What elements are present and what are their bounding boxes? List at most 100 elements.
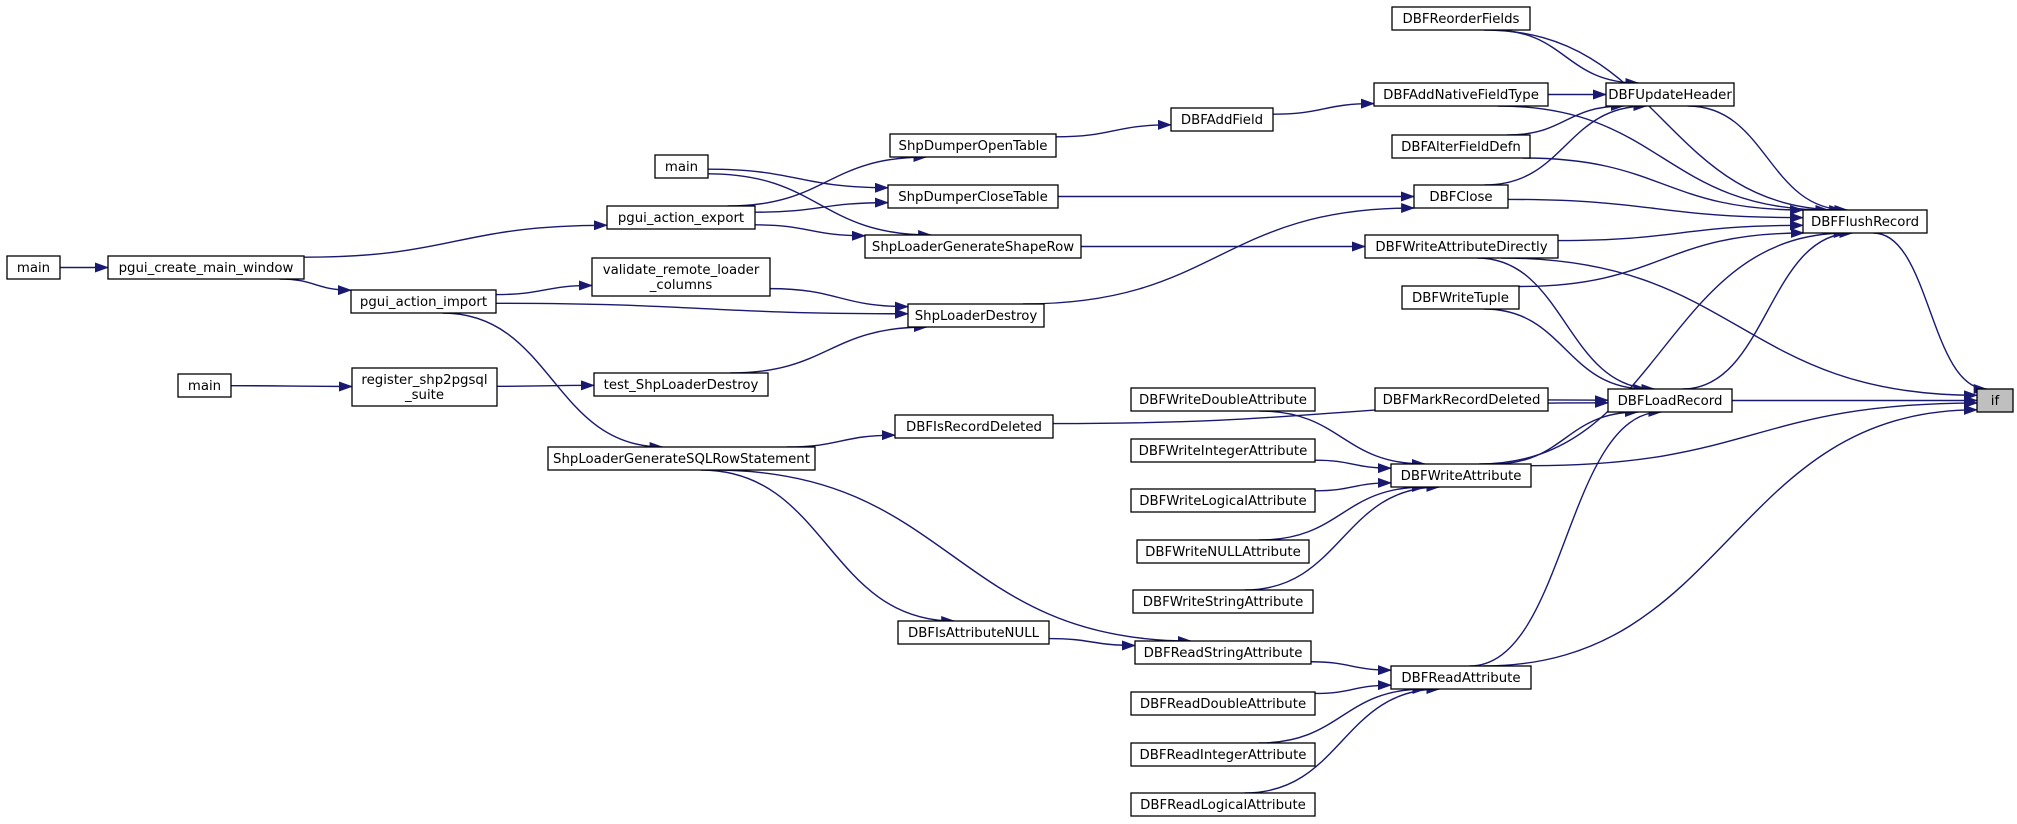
node-DBFReadAttribute[interactable]: DBFReadAttribute [1390,665,1532,690]
node-label: DBFReadDoubleAttribute [1140,697,1306,712]
node-box[interactable] [1413,184,1509,209]
node-label: DBFReadStringAttribute [1144,646,1303,661]
node-DBFReadLogicalAttribute[interactable]: DBFReadLogicalAttribute [1130,792,1316,817]
node-box[interactable] [350,289,497,314]
edge-DBFWriteLogicalAttribute-to-DBFWriteAttribute [1314,477,1392,492]
node-label: DBFWriteStringAttribute [1143,595,1304,610]
node-box[interactable] [887,184,1059,209]
edge-test_ShpLoaderDestroy-to-ShpLoaderDestroy [730,322,928,374]
node-DBFClose[interactable]: DBFClose [1413,184,1509,209]
edge-DBFReadAttribute-to-DBFLoadRecord [1469,407,1663,667]
node-box[interactable] [1605,82,1735,107]
node-label: _suite [404,388,444,403]
node-box[interactable] [1130,742,1316,767]
node-box[interactable] [1391,6,1531,31]
node-box[interactable] [1134,640,1312,665]
node-box[interactable] [1373,82,1549,107]
node-if[interactable]: if [1976,388,2014,413]
node-main_c[interactable]: main [177,373,232,398]
node-DBFWriteLogicalAttribute[interactable]: DBFWriteLogicalAttribute [1130,488,1316,513]
node-box[interactable] [593,372,769,397]
node-box[interactable] [1130,488,1316,513]
node-ShpLoaderGenerateSQLRowStatement[interactable]: ShpLoaderGenerateSQLRowStatement [547,446,816,471]
node-ShpLoaderGenerateShapeRow[interactable]: ShpLoaderGenerateShapeRow [864,234,1082,259]
node-box[interactable] [1170,107,1274,132]
node-box[interactable] [1401,285,1520,310]
edge-DBFAlterFieldDefn-to-DBFUpdateHeader [1507,101,1625,136]
node-DBFAlterFieldDefn[interactable]: DBFAlterFieldDefn [1391,134,1531,159]
node-box[interactable] [107,255,305,280]
edge-DBFIsAttributeNULL-to-DBFReadStringAttribute [1048,637,1136,651]
node-box[interactable] [1132,589,1314,614]
node-DBFLoadRecord[interactable]: DBFLoadRecord [1607,388,1733,413]
node-DBFUpdateHeader[interactable]: DBFUpdateHeader [1605,82,1735,107]
node-box[interactable] [1130,387,1316,412]
node-test_ShpLoaderDestroy[interactable]: test_ShpLoaderDestroy [593,372,769,397]
node-DBFWriteDoubleAttribute[interactable]: DBFWriteDoubleAttribute [1130,387,1316,412]
edge-DBFWriteAttribute-to-if [1530,398,1978,467]
node-DBFIsAttributeNULL[interactable]: DBFIsAttributeNULL [897,620,1050,645]
edge-pgui_action_export-to-ShpLoaderGenerateShapeRow [754,224,866,241]
node-label: _columns [649,278,713,293]
node-box[interactable] [897,620,1050,645]
node-DBFWriteTuple[interactable]: DBFWriteTuple [1401,285,1520,310]
node-box[interactable] [1391,134,1531,159]
node-pgui_action_import[interactable]: pgui_action_import [350,289,497,314]
node-label: DBFWriteIntegerAttribute [1139,444,1308,459]
node-box[interactable] [177,373,232,398]
node-DBFReorderFields[interactable]: DBFReorderFields [1391,6,1531,31]
node-box[interactable] [1130,438,1316,463]
edge-ShpLoaderGenerateSQLRowStatement-to-DBFReadStringAttribute [713,469,1192,646]
node-validate_remote_loader_columns[interactable]: validate_remote_loader_columns [591,257,771,297]
node-box[interactable] [591,257,771,297]
node-DBFReadStringAttribute[interactable]: DBFReadStringAttribute [1134,640,1312,665]
edge-DBFReadStringAttribute-to-DBFReadAttribute [1310,661,1392,676]
node-ShpLoaderDestroy[interactable]: ShpLoaderDestroy [907,303,1045,328]
node-label: DBFWriteAttributeDirectly [1375,240,1547,255]
node-pgui_create_main_window[interactable]: pgui_create_main_window [107,255,305,280]
node-pgui_action_export[interactable]: pgui_action_export [606,205,756,230]
node-DBFReadDoubleAttribute[interactable]: DBFReadDoubleAttribute [1130,691,1316,716]
node-box[interactable] [907,303,1045,328]
node-DBFFlushRecord[interactable]: DBFFlushRecord [1802,209,1928,234]
node-box[interactable] [547,446,816,471]
node-box[interactable] [1136,539,1310,564]
node-box[interactable] [351,367,498,407]
node-box[interactable] [6,255,61,280]
node-DBFAddField[interactable]: DBFAddField [1170,107,1274,132]
edge-DBFClose-to-DBFUpdateHeader [1484,101,1648,186]
node-DBFWriteAttribute[interactable]: DBFWriteAttribute [1390,463,1532,488]
node-box[interactable] [889,133,1057,158]
node-box[interactable] [1607,388,1733,413]
node-box[interactable] [1374,387,1549,412]
node-box[interactable] [1364,234,1559,259]
node-box[interactable] [1802,209,1928,234]
node-box[interactable] [1130,691,1316,716]
node-box[interactable] [1390,665,1532,690]
node-DBFIsRecordDeleted[interactable]: DBFIsRecordDeleted [894,414,1054,439]
node-register_shp2pgsql_suite[interactable]: register_shp2pgsql_suite [351,367,498,407]
edge-ShpLoaderGenerateSQLRowStatement-to-DBFIsRecordDeleted [786,430,896,448]
node-ShpDumperCloseTable[interactable]: ShpDumperCloseTable [887,184,1059,209]
edges-layer [60,29,1988,794]
edge-DBFAlterFieldDefn-to-DBFFlushRecord [1522,157,1805,215]
node-box[interactable] [864,234,1082,259]
node-DBFWriteStringAttribute[interactable]: DBFWriteStringAttribute [1132,589,1314,614]
node-box[interactable] [1130,792,1316,817]
node-DBFWriteIntegerAttribute[interactable]: DBFWriteIntegerAttribute [1130,438,1316,463]
node-DBFWriteNULLAttribute[interactable]: DBFWriteNULLAttribute [1136,539,1310,564]
node-box[interactable] [606,205,756,230]
node-main_b[interactable]: main [6,255,61,280]
node-DBFReadIntegerAttribute[interactable]: DBFReadIntegerAttribute [1130,742,1316,767]
node-box[interactable] [894,414,1054,439]
node-box[interactable] [1976,388,2014,413]
node-DBFAddNativeFieldType[interactable]: DBFAddNativeFieldType [1373,82,1549,107]
node-DBFMarkRecordDeleted[interactable]: DBFMarkRecordDeleted [1374,387,1549,412]
node-label: if [1991,394,2000,409]
node-box[interactable] [654,154,709,179]
node-main_a[interactable]: main [654,154,709,179]
edge-DBFAddField-to-DBFAddNativeFieldType [1272,98,1375,115]
node-DBFWriteAttributeDirectly[interactable]: DBFWriteAttributeDirectly [1364,234,1559,259]
node-box[interactable] [1390,463,1532,488]
node-ShpDumperOpenTable[interactable]: ShpDumperOpenTable [889,133,1057,158]
